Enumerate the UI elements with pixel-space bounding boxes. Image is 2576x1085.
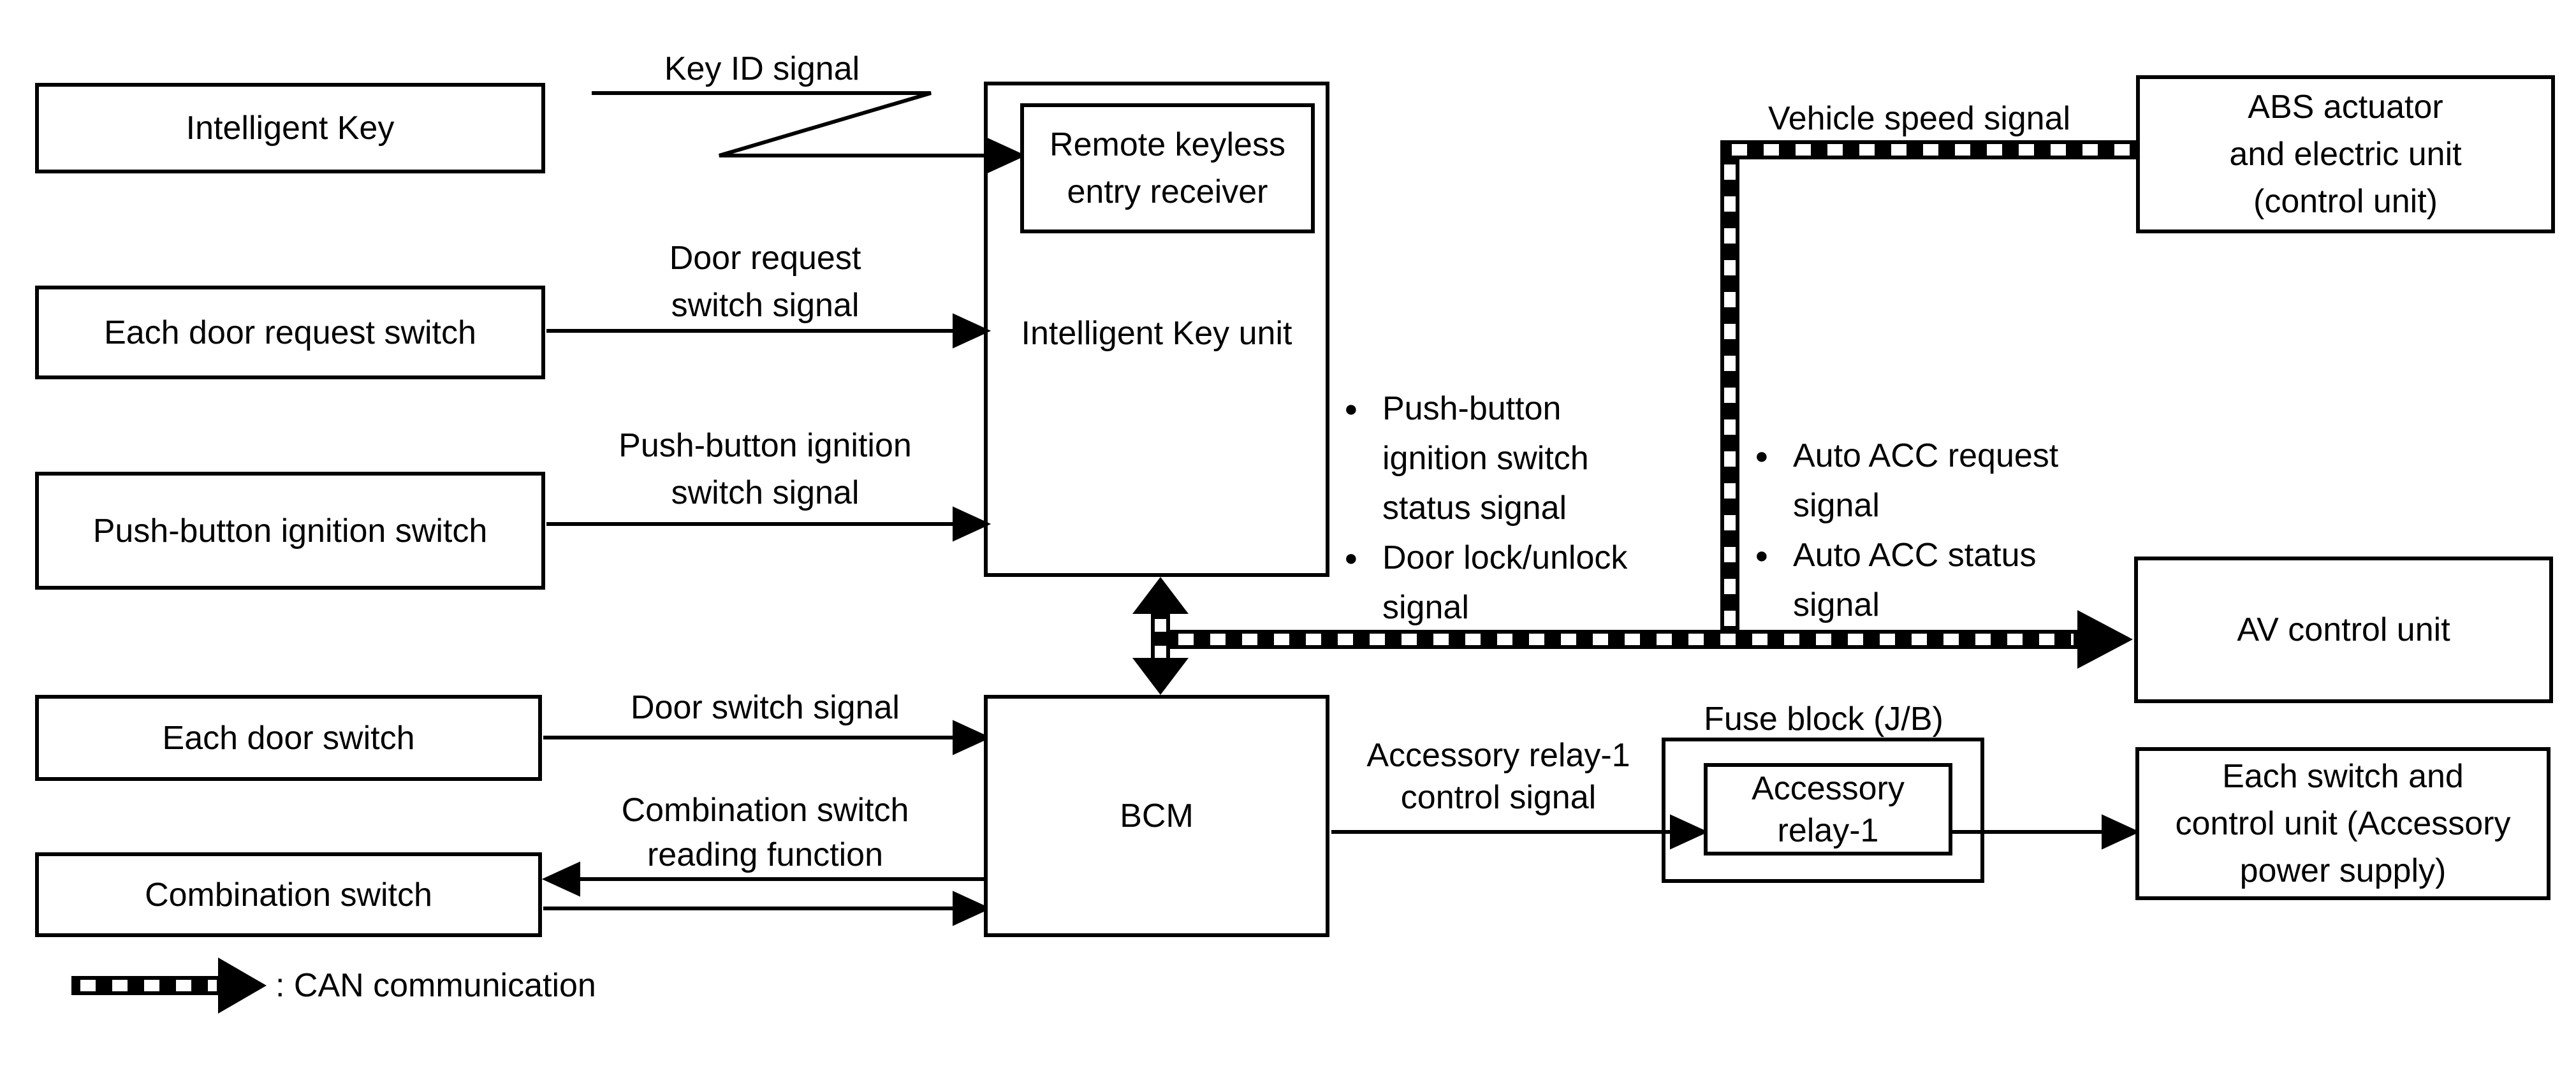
vehicle-speed-signal-label: Vehicle speed signal — [1767, 100, 2071, 137]
can-abs-branch-dashes — [1724, 144, 2133, 626]
push-ignition-signal-label: Push-button ignition switch signal — [606, 422, 925, 516]
push-ignition-line1: Push-button ignition — [618, 427, 912, 464]
remote-keyless-line2: entry receiver — [1067, 173, 1268, 210]
door-request-line2: switch signal — [671, 287, 860, 324]
accessory-relay-line2: relay-1 — [1777, 812, 1879, 849]
can-trunk-arrowhead-icon — [2077, 610, 2133, 669]
signal-arrows — [541, 91, 2141, 926]
bullet-icon: ● — [1755, 542, 1769, 568]
bullet-line: signal — [1793, 487, 1880, 524]
push-ignition-arrowhead-icon — [953, 506, 992, 542]
can-lines — [71, 140, 2137, 1014]
combination-switch-box: Combination switch — [35, 852, 542, 937]
bullet-line: status signal — [1382, 490, 1567, 527]
bcm-label: BCM — [1120, 797, 1194, 834]
abs-line3: (control unit) — [2253, 183, 2438, 220]
legend-can-arrowhead-icon — [218, 958, 267, 1014]
intelligent-key-label: Intelligent Key — [186, 110, 395, 147]
bullet-text: Auto ACC status signal — [1793, 530, 2037, 630]
combination-read-arrowhead-icon — [541, 861, 580, 897]
accessory-relay-box: Accessory relay-1 — [1704, 763, 1952, 856]
each-switch-line2: control unit (Accessory — [2175, 805, 2511, 842]
fuse-block-box: Accessory relay-1 — [1662, 738, 1984, 883]
can-bcm-arrowhead-icon — [1132, 658, 1189, 695]
abs-line2: and electric unit — [2229, 136, 2462, 173]
each-door-request-switch-box: Each door request switch — [35, 286, 545, 379]
door-request-arrowhead-icon — [953, 313, 992, 349]
combination-switch-label: Combination switch — [145, 876, 432, 914]
abs-actuator-box: ABS actuator and electric unit (control … — [2136, 75, 2555, 233]
key-id-arrowhead-icon — [988, 138, 1027, 173]
list-item: ● Auto ACC status signal — [1755, 530, 2112, 630]
iku-can-signals-list: ● Push-button ignition switch status sig… — [1344, 384, 1701, 632]
push-ignition-line2: switch signal — [671, 474, 860, 511]
each-switch-control-unit-box: Each switch and control unit (Accessory … — [2135, 747, 2550, 900]
bullet-text: Auto ACC request signal — [1793, 431, 2058, 530]
list-item: ● Push-button ignition switch status sig… — [1344, 384, 1701, 533]
key-id-zigzag-arrow — [592, 91, 991, 157]
combination-reading-line2: reading function — [647, 836, 884, 873]
bullet-line: Auto ACC request — [1793, 437, 2059, 474]
intelligent-key-unit-box: Remote keyless entry receiver Intelligen… — [984, 82, 1329, 577]
bcm-box: BCM — [984, 695, 1329, 937]
accessory-control-line1: Accessory relay-1 — [1366, 737, 1630, 774]
bullet-icon: ● — [1344, 544, 1358, 571]
av-control-unit-label: AV control unit — [2237, 611, 2450, 648]
door-switch-signal-label: Door switch signal — [631, 689, 900, 726]
list-item: ● Door lock/unlock signal — [1344, 533, 1701, 632]
bullet-line: Auto ACC status — [1793, 537, 2037, 574]
fuse-block-label: Fuse block (J/B) — [1704, 701, 1943, 738]
combination-return-arrowhead-icon — [953, 891, 992, 926]
bullet-line: Door lock/unlock — [1382, 539, 1628, 576]
can-legend-label: : CAN communication — [275, 967, 596, 1004]
combination-reading-label: Combination switch reading function — [593, 788, 937, 877]
door-request-signal-label: Door request switch signal — [606, 235, 925, 329]
remote-keyless-entry-receiver-box: Remote keyless entry receiver — [1020, 103, 1315, 233]
bullet-line: ignition switch — [1382, 440, 1589, 477]
abs-line1: ABS actuator — [2248, 89, 2443, 126]
bullet-line: Push-button — [1382, 390, 1562, 427]
intelligent-key-unit-label: Intelligent Key unit — [1021, 315, 1292, 352]
accessory-control-arrowhead-icon — [1670, 814, 1709, 850]
push-button-ignition-switch-label: Push-button ignition switch — [92, 512, 488, 550]
each-door-request-switch-label: Each door request switch — [104, 314, 476, 351]
list-item: ● Auto ACC request signal — [1755, 431, 2112, 530]
auto-acc-signals-list: ● Auto ACC request signal ● Auto ACC sta… — [1755, 431, 2112, 630]
intelligent-key-box: Intelligent Key — [35, 83, 545, 173]
each-door-switch-box: Each door switch — [35, 695, 542, 781]
key-id-signal-label: Key ID signal — [664, 50, 860, 87]
can-iku-arrowhead-icon — [1132, 577, 1189, 614]
bullet-text: Door lock/unlock signal — [1382, 533, 1627, 632]
bullet-icon: ● — [1755, 442, 1769, 469]
remote-keyless-line1: Remote keyless — [1050, 126, 1285, 163]
door-switch-arrowhead-icon — [953, 720, 992, 755]
bullet-icon: ● — [1344, 395, 1358, 421]
accessory-power-arrowhead-icon — [2102, 814, 2141, 850]
door-request-line1: Door request — [669, 240, 861, 277]
bullet-line: signal — [1382, 589, 1469, 626]
each-door-switch-label: Each door switch — [162, 719, 415, 757]
each-switch-line3: power supply) — [2239, 852, 2447, 889]
bullet-line: signal — [1793, 586, 1880, 623]
combination-reading-line1: Combination switch — [621, 792, 909, 829]
each-switch-line1: Each switch and — [2222, 758, 2464, 795]
av-control-unit-box: AV control unit — [2134, 557, 2553, 703]
bullet-text: Push-button ignition switch status signa… — [1382, 384, 1589, 533]
accessory-control-signal-label: Accessory relay-1 control signal — [1342, 734, 1655, 819]
push-button-ignition-switch-box: Push-button ignition switch — [35, 472, 545, 590]
accessory-relay-line1: Accessory — [1752, 769, 1905, 807]
accessory-control-line2: control signal — [1400, 779, 1597, 816]
